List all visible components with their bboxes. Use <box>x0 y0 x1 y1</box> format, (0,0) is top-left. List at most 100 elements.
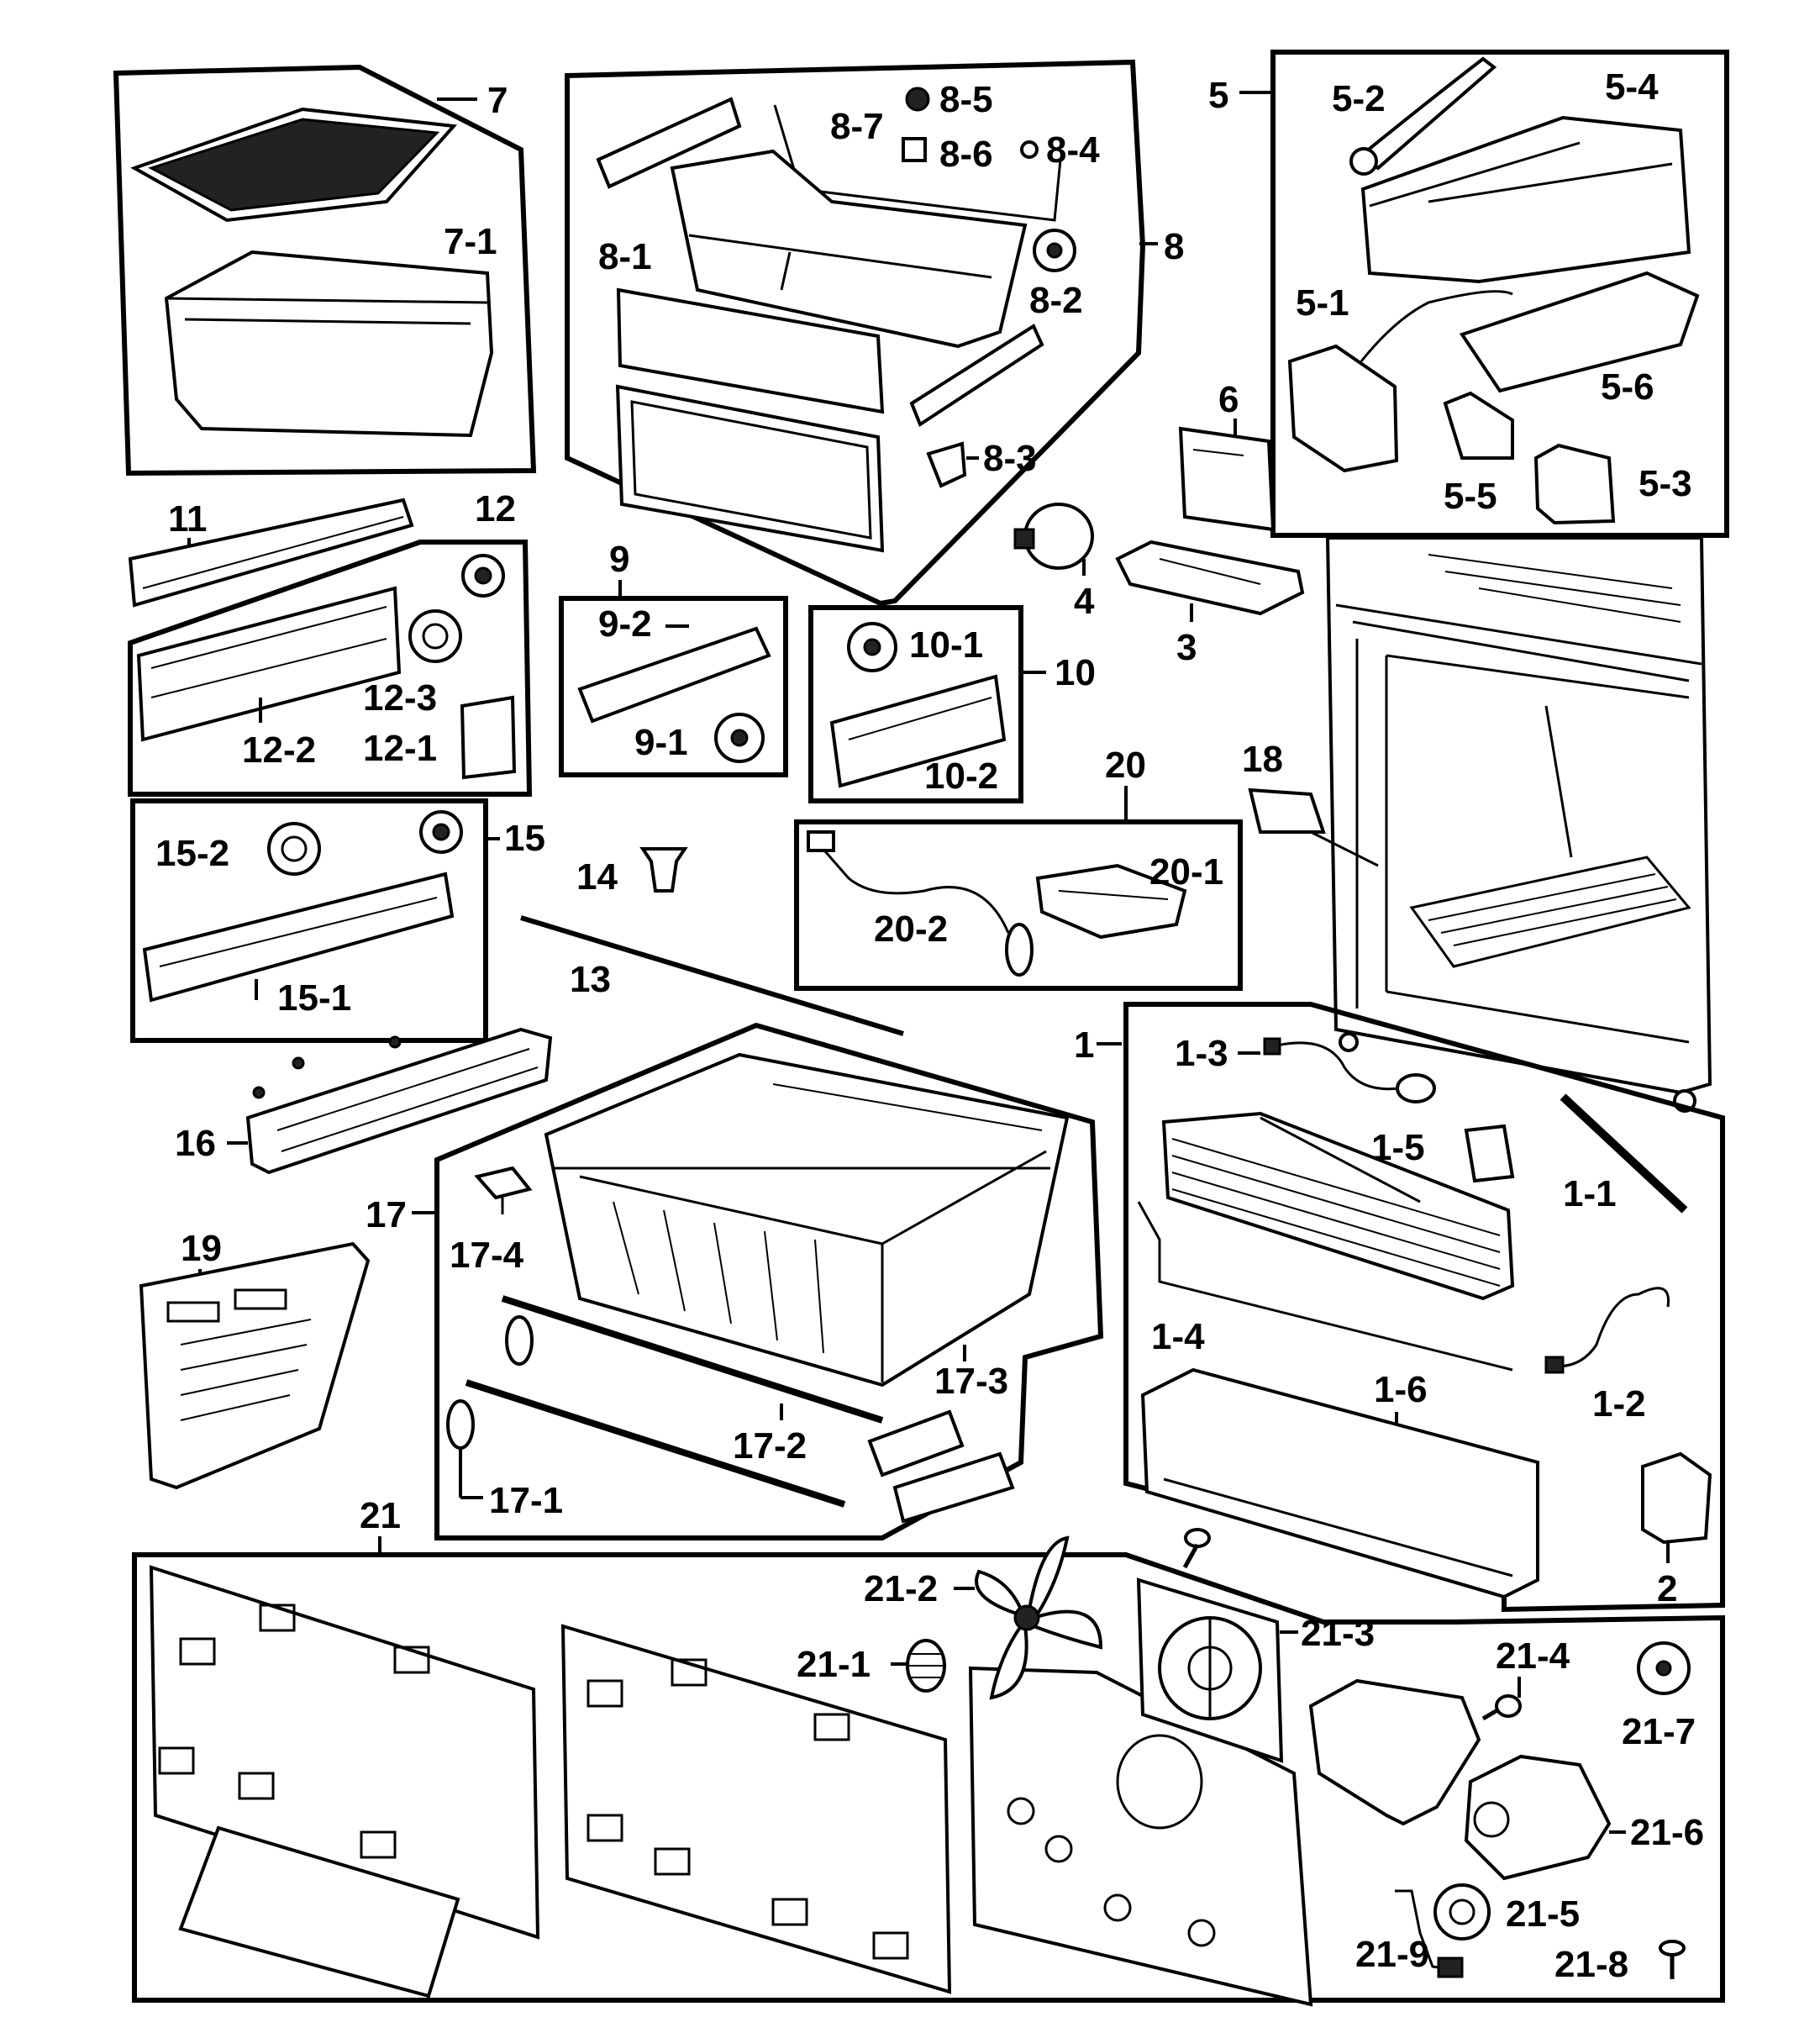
group-10: 10 10-1 10-2 <box>808 605 1096 803</box>
group-15-frame <box>130 798 488 1043</box>
panel-center <box>560 1624 952 1994</box>
label-15-1: 15-1 <box>277 977 351 1019</box>
label-21-5: 21-5 <box>1506 1893 1580 1935</box>
label-12-1: 12-1 <box>363 728 437 769</box>
drawer-basket <box>670 149 1028 349</box>
label-7: 7 <box>487 80 508 121</box>
group-9-frame <box>559 596 788 777</box>
motor-housing <box>1308 1678 1481 1826</box>
rail-9-2 <box>577 626 771 724</box>
drawer-face <box>615 384 885 553</box>
group-7-frame <box>113 64 537 477</box>
group-12-frame <box>128 540 533 797</box>
arm-5-2 <box>1358 56 1497 171</box>
part-5-5 <box>1443 391 1514 460</box>
label-8-4: 8-4 <box>1046 129 1100 171</box>
label-13: 13 <box>570 959 611 1000</box>
screw-21-8 <box>1659 1940 1686 1956</box>
fan-blade-21-2 <box>975 1535 1103 1700</box>
cabinet-body <box>1325 536 1712 1095</box>
label-15-2: 15-2 <box>155 833 229 874</box>
panel-left-flap <box>178 1825 460 1999</box>
label-9-2: 9-2 <box>598 603 652 645</box>
label-8-5: 8-5 <box>939 79 993 120</box>
label-1-6: 1-6 <box>1374 1369 1428 1410</box>
label-15: 15 <box>504 818 545 859</box>
label-5-6: 5-6 <box>1601 366 1654 408</box>
label-6: 6 <box>1218 379 1239 420</box>
bracket-16 <box>245 1027 553 1175</box>
label-5-5: 5-5 <box>1444 476 1497 517</box>
label-17-4: 17-4 <box>450 1235 524 1276</box>
sensor-1-3 <box>1272 1041 1400 1091</box>
group-15: 15 15-2 15-1 <box>130 798 545 1043</box>
clip-8-3 <box>926 441 967 488</box>
label-1-3: 1-3 <box>1175 1033 1228 1074</box>
bracket-10-2 <box>829 674 1007 788</box>
label-card-6 <box>1178 426 1276 532</box>
group-20: 20 20-2 20-1 <box>794 745 1243 991</box>
label-10: 10 <box>1055 652 1096 693</box>
gear-12-3 <box>408 609 462 663</box>
bracket-2 <box>1641 1451 1712 1545</box>
part-8-4 <box>1020 140 1039 159</box>
label-21-3: 21-3 <box>1301 1613 1375 1654</box>
part-2-group: 2 <box>1641 1451 1712 1609</box>
screw-21-4 <box>1495 1694 1522 1718</box>
label-1: 1 <box>1074 1024 1094 1066</box>
label-8-7: 8-7 <box>830 106 884 147</box>
label-21-6: 21-6 <box>1630 1812 1704 1853</box>
label-5-1: 5-1 <box>1296 282 1349 324</box>
part-21-5 <box>1433 1883 1491 1941</box>
label-17-2: 17-2 <box>733 1425 807 1467</box>
label-20-2: 20-2 <box>874 908 948 950</box>
endcap-17b <box>892 1451 1015 1524</box>
label-21-7: 21-7 <box>1622 1711 1696 1752</box>
switch-18 <box>1248 787 1326 834</box>
clip-14 <box>639 847 688 893</box>
part-16-group: 16 <box>175 1027 553 1175</box>
evaporator-core <box>1161 1111 1515 1301</box>
lamp-cover-3 <box>1115 540 1305 616</box>
label-17: 17 <box>366 1194 407 1235</box>
rod-1-1 <box>1560 1093 1688 1214</box>
label-16: 16 <box>175 1123 216 1164</box>
group-8: 8 8-7 8-5 8-6 8-4 8-1 8-2 8-3 <box>565 59 1184 607</box>
group-21: 21 21-1 21-2 <box>132 1495 1725 2007</box>
ice-motor-5-1 <box>1287 344 1399 473</box>
label-2: 2 <box>1657 1568 1677 1609</box>
label-21-2: 21-2 <box>864 1568 938 1609</box>
part-19-group: 19 <box>139 1228 371 1490</box>
label-18: 18 <box>1242 739 1283 780</box>
label-8: 8 <box>1164 226 1184 267</box>
shroud-panel <box>968 1666 1313 2007</box>
gear-15-2 <box>267 822 321 876</box>
label-20-1: 20-1 <box>1149 851 1223 893</box>
label-9-1: 9-1 <box>634 722 688 763</box>
basket-17-3 <box>544 1052 1070 1388</box>
label-8-1: 8-1 <box>598 236 652 277</box>
screw-17-1a <box>505 1315 534 1366</box>
label-17-3: 17-3 <box>934 1361 1008 1402</box>
cover-12-1 <box>460 695 517 780</box>
rail-15-1 <box>142 872 455 1003</box>
label-5: 5 <box>1208 75 1228 116</box>
label-8-6: 8-6 <box>939 134 993 175</box>
label-1-4: 1-4 <box>1151 1316 1205 1357</box>
label-14: 14 <box>576 856 618 898</box>
label-5-4: 5-4 <box>1605 66 1659 108</box>
group-9: 9 9-2 9-1 <box>559 539 788 777</box>
cover-20-1 <box>1035 863 1187 940</box>
motor-21-6 <box>1464 1754 1612 1881</box>
label-3: 3 <box>1176 627 1197 668</box>
group-17: 17 17-3 17-4 17-2 17-1 <box>366 1022 1104 1540</box>
heater-1-4 <box>1137 1201 1513 1372</box>
label-21-1: 21-1 <box>797 1644 871 1685</box>
label-4: 4 <box>1074 581 1095 622</box>
drawer-front-8-1 <box>616 287 885 414</box>
group-1: 1 1-3 1-5 1-1 1-4 1-2 1-6 <box>1074 1002 1725 1613</box>
label-20: 20 <box>1105 745 1146 786</box>
label-8-2: 8-2 <box>1029 280 1083 321</box>
wire-20-2 <box>818 844 1010 934</box>
